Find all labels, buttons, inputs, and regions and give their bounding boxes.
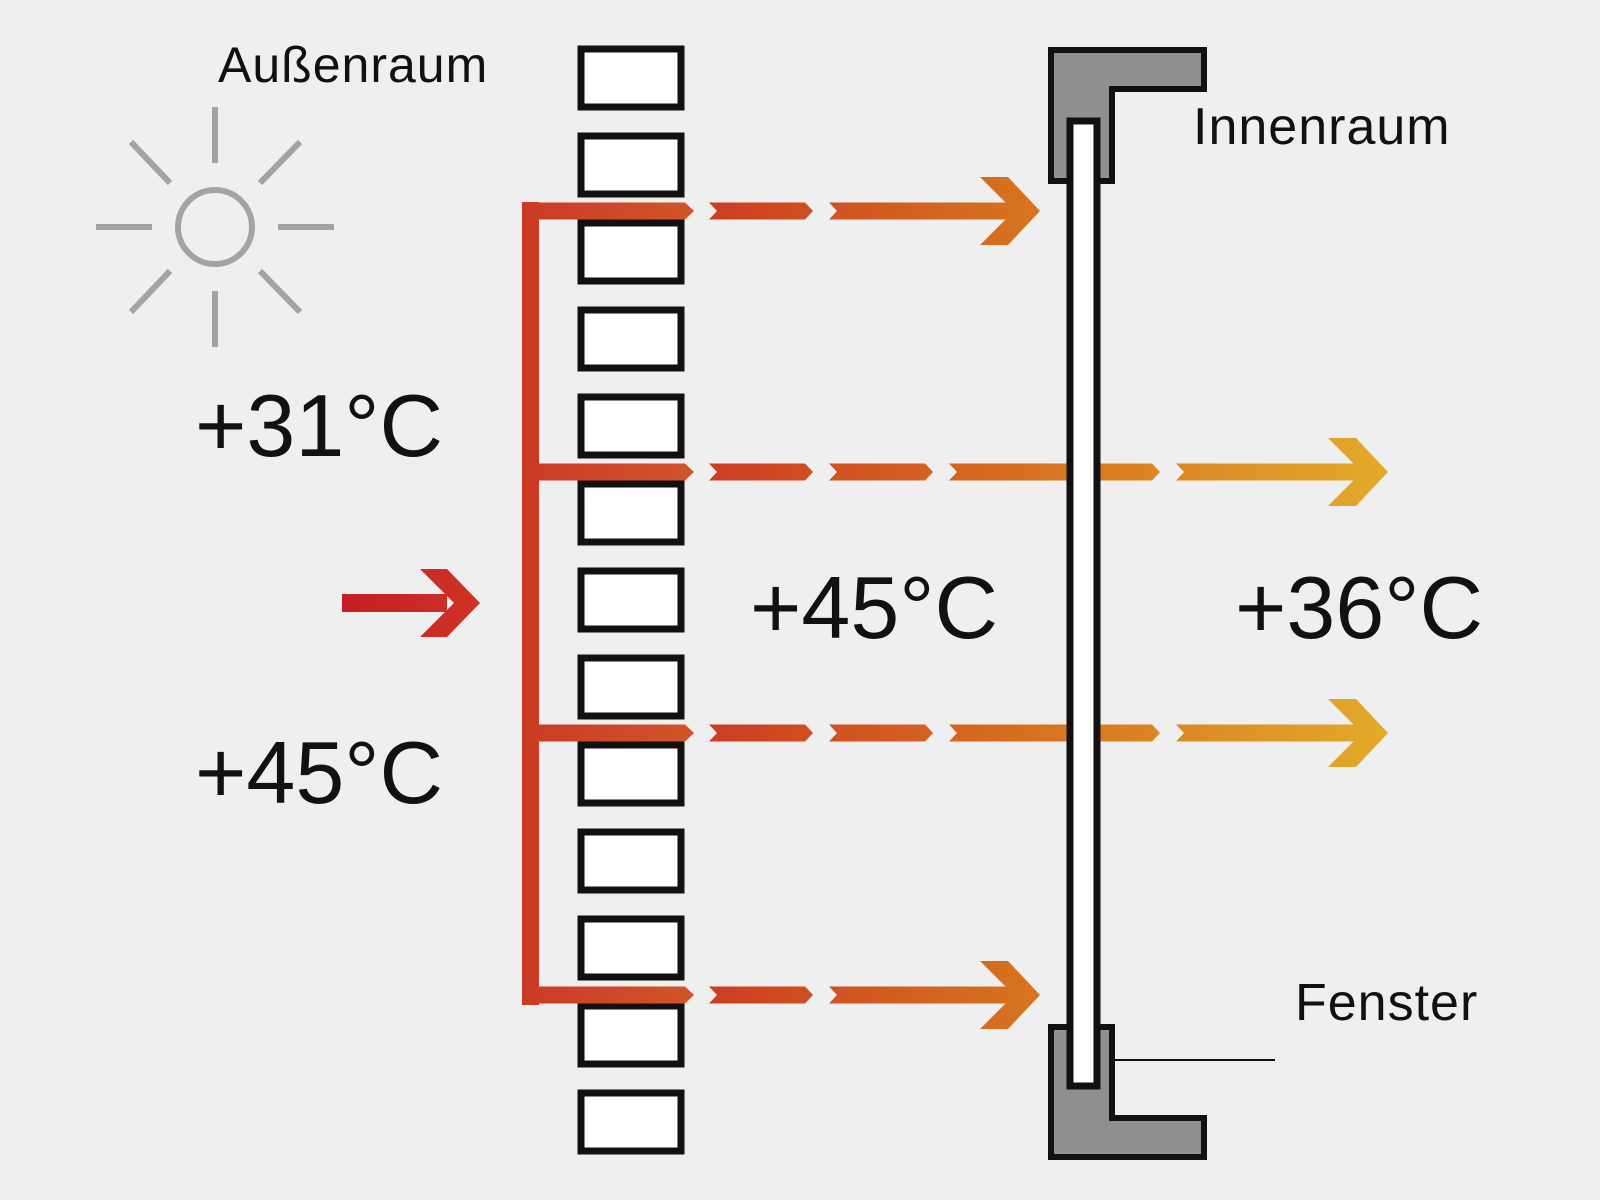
sun-icon: [96, 107, 334, 347]
heat-flow-dash: [829, 463, 933, 481]
heat-arrow-icon: [829, 177, 1040, 245]
heat-flow-dash: [949, 463, 1160, 481]
heat-branch: [522, 724, 694, 742]
temp-inside: +36°C: [1235, 558, 1483, 657]
cladding-panel: [577, 132, 685, 198]
heat-flow-dash: [709, 463, 813, 481]
cladding-panel: [577, 1002, 685, 1068]
heat-branch: [522, 202, 694, 220]
heat-arrow-icon: [1176, 438, 1388, 506]
heat-arrow-icon: [1176, 699, 1388, 767]
incoming-heat-arrow: [342, 569, 480, 637]
label-window: Fenster: [1295, 974, 1478, 1032]
heat-branches: [522, 202, 694, 1004]
cladding-panel: [577, 1089, 685, 1155]
heat-flow-dash: [949, 724, 1160, 742]
heat-branch: [522, 986, 694, 1004]
heat-distribution-bar: [522, 202, 539, 1005]
heat-branch: [522, 463, 694, 481]
cladding-panel: [577, 741, 685, 807]
cladding-panel: [577, 219, 685, 285]
facade-cladding: [577, 45, 685, 1155]
label-outside: Außenraum: [218, 37, 488, 93]
temp-outside-air: +31°C: [195, 376, 443, 475]
cladding-panel: [577, 567, 685, 633]
heat-flow-dash: [709, 986, 813, 1004]
heat-flow-dash: [829, 724, 933, 742]
cladding-panel: [577, 480, 685, 546]
temp-gap: +45°C: [750, 558, 998, 657]
cladding-panel: [577, 306, 685, 372]
cladding-panel: [577, 654, 685, 720]
temp-outside-surface: +45°C: [195, 723, 443, 822]
heat-flow-dash: [709, 724, 813, 742]
label-inside: Innenraum: [1193, 98, 1451, 156]
cladding-panel: [577, 45, 685, 111]
heat-flow-arrows: [709, 177, 1388, 1029]
heat-flow-dash: [709, 202, 813, 220]
window-glass: [1066, 117, 1101, 1090]
cladding-panel: [577, 828, 685, 894]
cladding-panel: [577, 915, 685, 981]
heat-arrow-icon: [829, 961, 1040, 1029]
cladding-panel: [577, 393, 685, 459]
